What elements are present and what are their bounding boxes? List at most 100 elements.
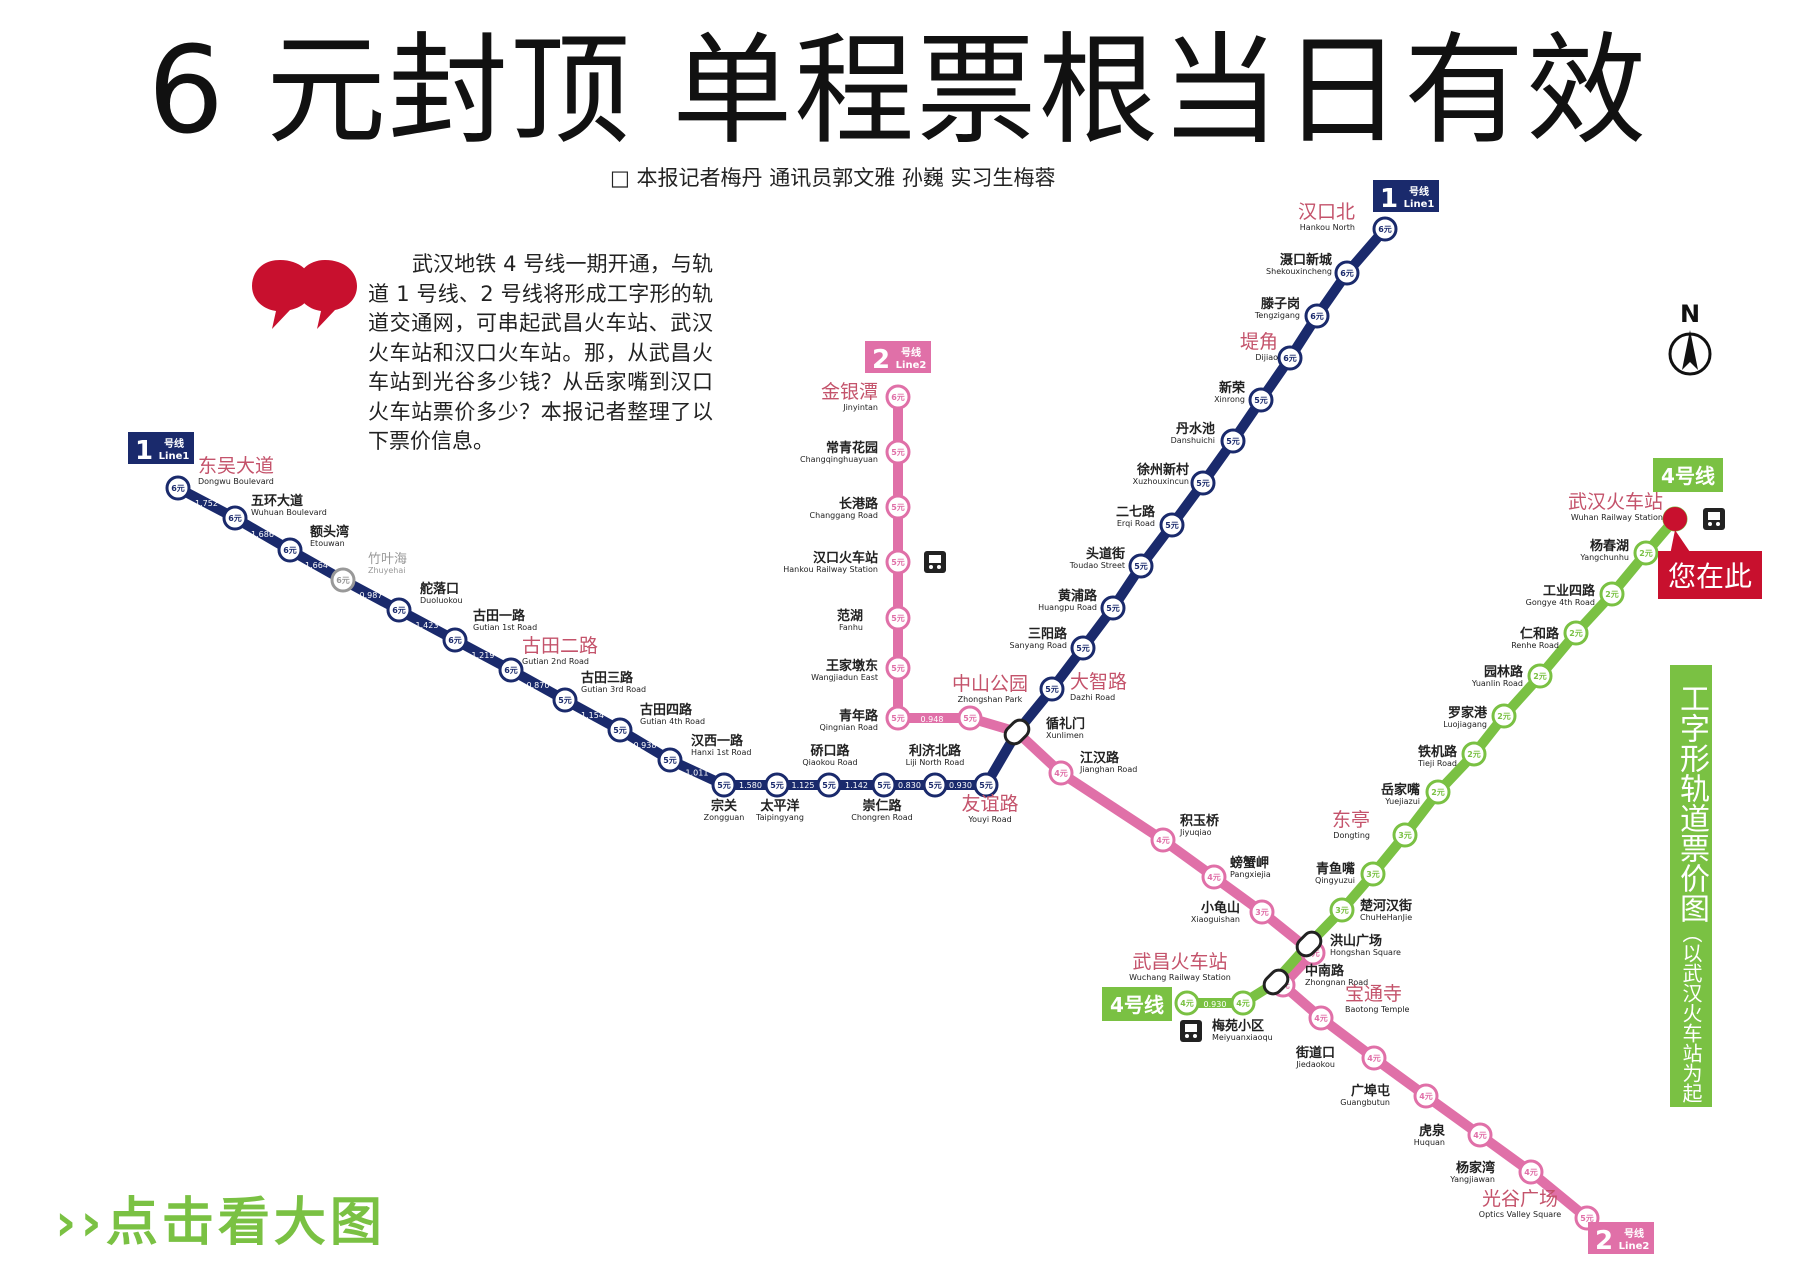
line4-station-en: Tieji Road [1417, 759, 1457, 768]
line4-station-en: Qingyuzui [1315, 876, 1355, 885]
line1-station-en: Zhuyehai [368, 566, 405, 575]
line1-station: 5元 [764, 772, 790, 798]
line4-station: 2元 [1461, 741, 1487, 767]
line1-station-en: Huangpu Road [1038, 603, 1097, 612]
line4-station: 3元 [1329, 897, 1355, 923]
line2-station-en: Guangbutun [1340, 1098, 1390, 1107]
fare-label: 3元 [1398, 831, 1412, 840]
fare-label: 4元 [1180, 999, 1194, 1008]
segment-length-label: 0.938 [634, 741, 657, 750]
line1-station-en: Xinrong [1214, 395, 1245, 404]
line1-station-name: 徐州新村 [1136, 462, 1189, 478]
line1-station: 5元 [1039, 676, 1065, 702]
line2-station-name: 宝通寺 [1345, 983, 1402, 1005]
line1-station-en: Sanyang Road [1010, 641, 1067, 650]
badge-en: Line1 [1404, 199, 1435, 210]
segment-length-label: 1.219 [472, 651, 495, 660]
view-large-image-link[interactable]: ››点击看大图 [55, 1193, 386, 1253]
fare-label: 4元 [1473, 1131, 1487, 1140]
fare-label: 6元 [171, 484, 185, 493]
line2-station-en: Zhongnan Road [1305, 978, 1368, 987]
badge-en: Line2 [896, 360, 927, 371]
line2-station-en: Jinyintan [842, 403, 878, 412]
line1-station: 6元 [1304, 303, 1330, 329]
line1-station-en: Hanxi 1st Road [691, 748, 752, 757]
line4-station: 4元 [1230, 990, 1256, 1016]
fare-label: 5元 [1076, 644, 1090, 653]
line1-station: 5元 [607, 717, 633, 743]
line1-station-en: Erqi Road [1117, 519, 1155, 528]
fare-label: 5元 [979, 781, 993, 790]
byline: □ 本报记者梅丹 通讯员郭文雅 孙巍 实习生梅蓉 [610, 166, 1056, 190]
line2-station-en: Qingnian Road [819, 723, 878, 732]
fare-label: 6元 [228, 514, 242, 523]
line1-station-name: 舵落口 [420, 581, 459, 597]
fare-label: 2元 [1639, 549, 1653, 558]
line2-station-name: 螃蟹岬 [1230, 855, 1269, 871]
line1-station-en: Duoluokou [420, 596, 463, 605]
line1-station-en: Dongwu Boulevard [198, 477, 274, 486]
line1-station-name: 头道街 [1086, 546, 1125, 562]
fare-label: 6元 [283, 546, 297, 555]
headline: 6 元封顶 单程票根当日有效 [147, 22, 1649, 161]
fare-label: 5元 [770, 781, 784, 790]
line1-station: 6元 [222, 505, 248, 531]
line2-station: 5元 [885, 705, 911, 731]
line1-station-name: 古田四路 [640, 702, 693, 718]
line2-station-name: 常青花园 [826, 440, 878, 456]
badge-number: 2 [1595, 1226, 1613, 1256]
line4-station-en: Renhe Road [1511, 641, 1559, 650]
line4-station-name: 东亭 [1332, 809, 1370, 831]
line1-station-name: 滠口新城 [1280, 252, 1332, 268]
line1-station: 5元 [922, 772, 948, 798]
line2-station: 4元 [1467, 1122, 1493, 1148]
line4-station: 3元 [1360, 861, 1386, 887]
line2-station-name: 王家墩东 [826, 658, 878, 674]
line4-station-name: 武昌火车站 [1132, 951, 1227, 973]
line4-station: 4元 [1174, 990, 1200, 1016]
line2-station-en: Wangjiadun East [811, 673, 878, 682]
fare-label: 2元 [1533, 672, 1547, 681]
line2-station-en: Yangjiawan [1449, 1175, 1495, 1184]
badge-number: 1 [135, 436, 153, 466]
fare-label: 5元 [1580, 1214, 1594, 1223]
side-panel-title: 工字形轨道票价图（以武汉火车站为起点） [1637, 665, 1712, 1107]
line1-station-en: Gutian 2nd Road [522, 657, 589, 666]
line1-station-en: Liji North Road [906, 758, 965, 767]
line2-station-en: Huquan [1414, 1138, 1445, 1147]
fare-label: 5元 [663, 756, 677, 765]
segment-length-label: 1.125 [792, 781, 815, 790]
line2-station: 5元 [885, 655, 911, 681]
segment-length-label: 0.948 [921, 715, 944, 724]
segment-length-label: 1.752 [195, 499, 218, 508]
segment-length-label: 1.664 [305, 561, 328, 570]
line4-station-en: Yuanlin Road [1471, 679, 1523, 688]
line2-station-name: 小龟山 [1201, 900, 1240, 916]
badge-cn: 号线 [901, 346, 921, 359]
fare-label: 5元 [891, 714, 905, 723]
line2-station-name: 洪山广场 [1330, 933, 1382, 949]
line1-station: 5元 [1190, 470, 1216, 496]
line4-station: 2元 [1633, 540, 1659, 566]
line1-station-en: Wuhuan Boulevard [251, 508, 327, 517]
line1-station: 6元 [442, 627, 468, 653]
line4-station-name: 仁和路 [1520, 626, 1560, 642]
line2-station-name: 光谷广场 [1482, 1188, 1558, 1210]
line2-station-name: 范湖 [837, 608, 863, 624]
line2-station: 4元 [1518, 1159, 1544, 1185]
line4-badge: 4号线 [1102, 987, 1172, 1021]
line2-station-en: Changqinghuayuan [800, 455, 878, 464]
line1-station-en: Gutian 1st Road [473, 623, 537, 632]
fare-label: 4元 [1156, 836, 1170, 845]
line1-station-en: Etouwan [310, 539, 345, 548]
line4-station-name: 铁机路 [1417, 744, 1458, 760]
fare-label: 4元 [1236, 999, 1250, 1008]
line2-station: 4元 [1308, 1005, 1334, 1031]
transfer-station-icon [1295, 930, 1323, 958]
line1-station: 6元 [498, 657, 524, 683]
side-panel-main: 工字形轨道票价图 [1674, 683, 1709, 923]
fare-label: 3元 [1366, 870, 1380, 879]
line1-station-en: Danshuichi [1171, 436, 1215, 445]
line2-station-name: 长港路 [839, 496, 879, 512]
